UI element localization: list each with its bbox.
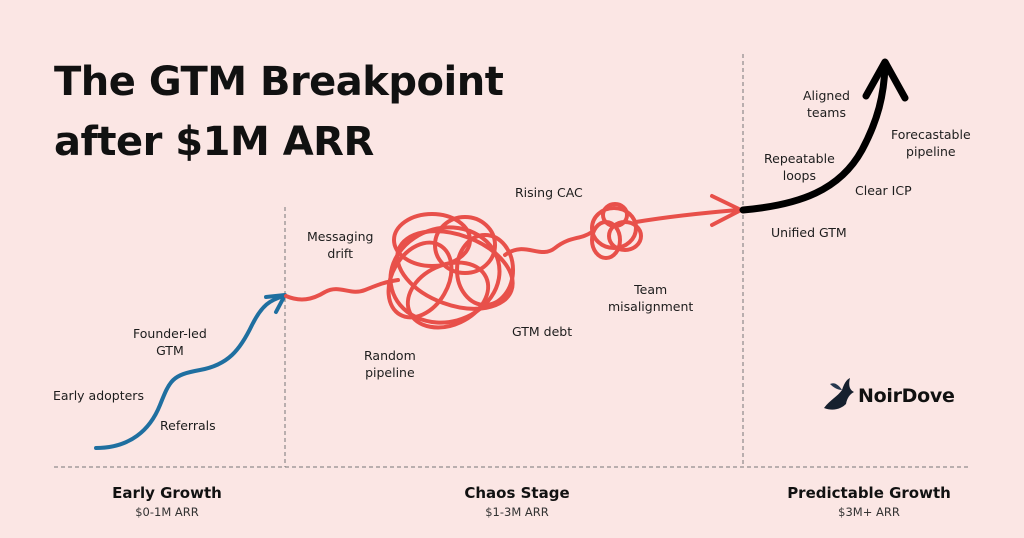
label-random-pipeline: Random pipeline — [364, 347, 416, 381]
label-aligned-teams: Aligned teams — [803, 87, 850, 121]
label-founder-led-text: Founder-led GTM — [133, 326, 207, 358]
stage-early-growth: Early Growth $0-1M ARR — [37, 483, 297, 521]
label-random-pipeline-text: Random pipeline — [364, 348, 416, 380]
chaos-line-mid — [503, 230, 594, 257]
stage-early-growth-name: Early Growth — [112, 484, 222, 502]
label-repeatable-loops-text: Repeatable loops — [764, 151, 835, 183]
label-forecastable-pipeline: Forecastable pipeline — [891, 126, 971, 160]
stage-early-growth-range: $0-1M ARR — [135, 505, 199, 519]
stage-chaos: Chaos Stage $1-3M ARR — [387, 483, 647, 521]
stage-predictable: Predictable Growth $3M+ ARR — [739, 483, 999, 521]
label-messaging-drift-text: Messaging drift — [307, 229, 374, 261]
dove-icon — [824, 378, 854, 410]
chaos-line-out — [634, 208, 740, 224]
label-early-adopters: Early adopters — [53, 388, 144, 403]
label-unified-gtm: Unified GTM — [771, 225, 847, 240]
label-referrals: Referrals — [160, 418, 216, 433]
early-growth-curve — [94, 294, 286, 450]
stage-chaos-name: Chaos Stage — [464, 484, 570, 502]
stage-chaos-range: $1-3M ARR — [485, 505, 549, 519]
label-team-misalignment: Team misalignment — [608, 281, 693, 315]
label-repeatable-loops: Repeatable loops — [764, 150, 835, 184]
chaos-loop-11 — [601, 202, 629, 228]
label-aligned-teams-text: Aligned teams — [803, 88, 850, 120]
title-line-1: The GTM Breakpoint — [54, 59, 504, 105]
chaos-loop-5 — [405, 260, 491, 330]
label-team-misalignment-text: Team misalignment — [608, 282, 694, 314]
chaos-loop-6 — [455, 233, 515, 307]
stage-predictable-name: Predictable Growth — [787, 484, 951, 502]
chaos-loop-7 — [386, 240, 454, 320]
label-rising-cac: Rising CAC — [515, 185, 583, 200]
chaos-tangle — [284, 194, 743, 330]
label-founder-led: Founder-led GTM — [133, 325, 207, 359]
brand-logo: NoirDove — [818, 376, 955, 416]
page-title: The GTM Breakpoint after $1M ARR — [54, 52, 504, 172]
label-messaging-drift: Messaging drift — [307, 228, 373, 262]
label-gtm-debt: GTM debt — [512, 324, 573, 339]
predictable-arrowhead — [862, 58, 909, 102]
brand-logo-text: NoirDove — [858, 385, 955, 407]
chaos-line-in — [284, 278, 400, 302]
predictable-curve — [739, 62, 889, 214]
label-forecastable-pipeline-text: Forecastable pipeline — [891, 127, 971, 159]
label-clear-icp: Clear ICP — [855, 183, 912, 198]
stage-predictable-range: $3M+ ARR — [838, 505, 900, 519]
title-line-2: after $1M ARR — [54, 119, 374, 165]
